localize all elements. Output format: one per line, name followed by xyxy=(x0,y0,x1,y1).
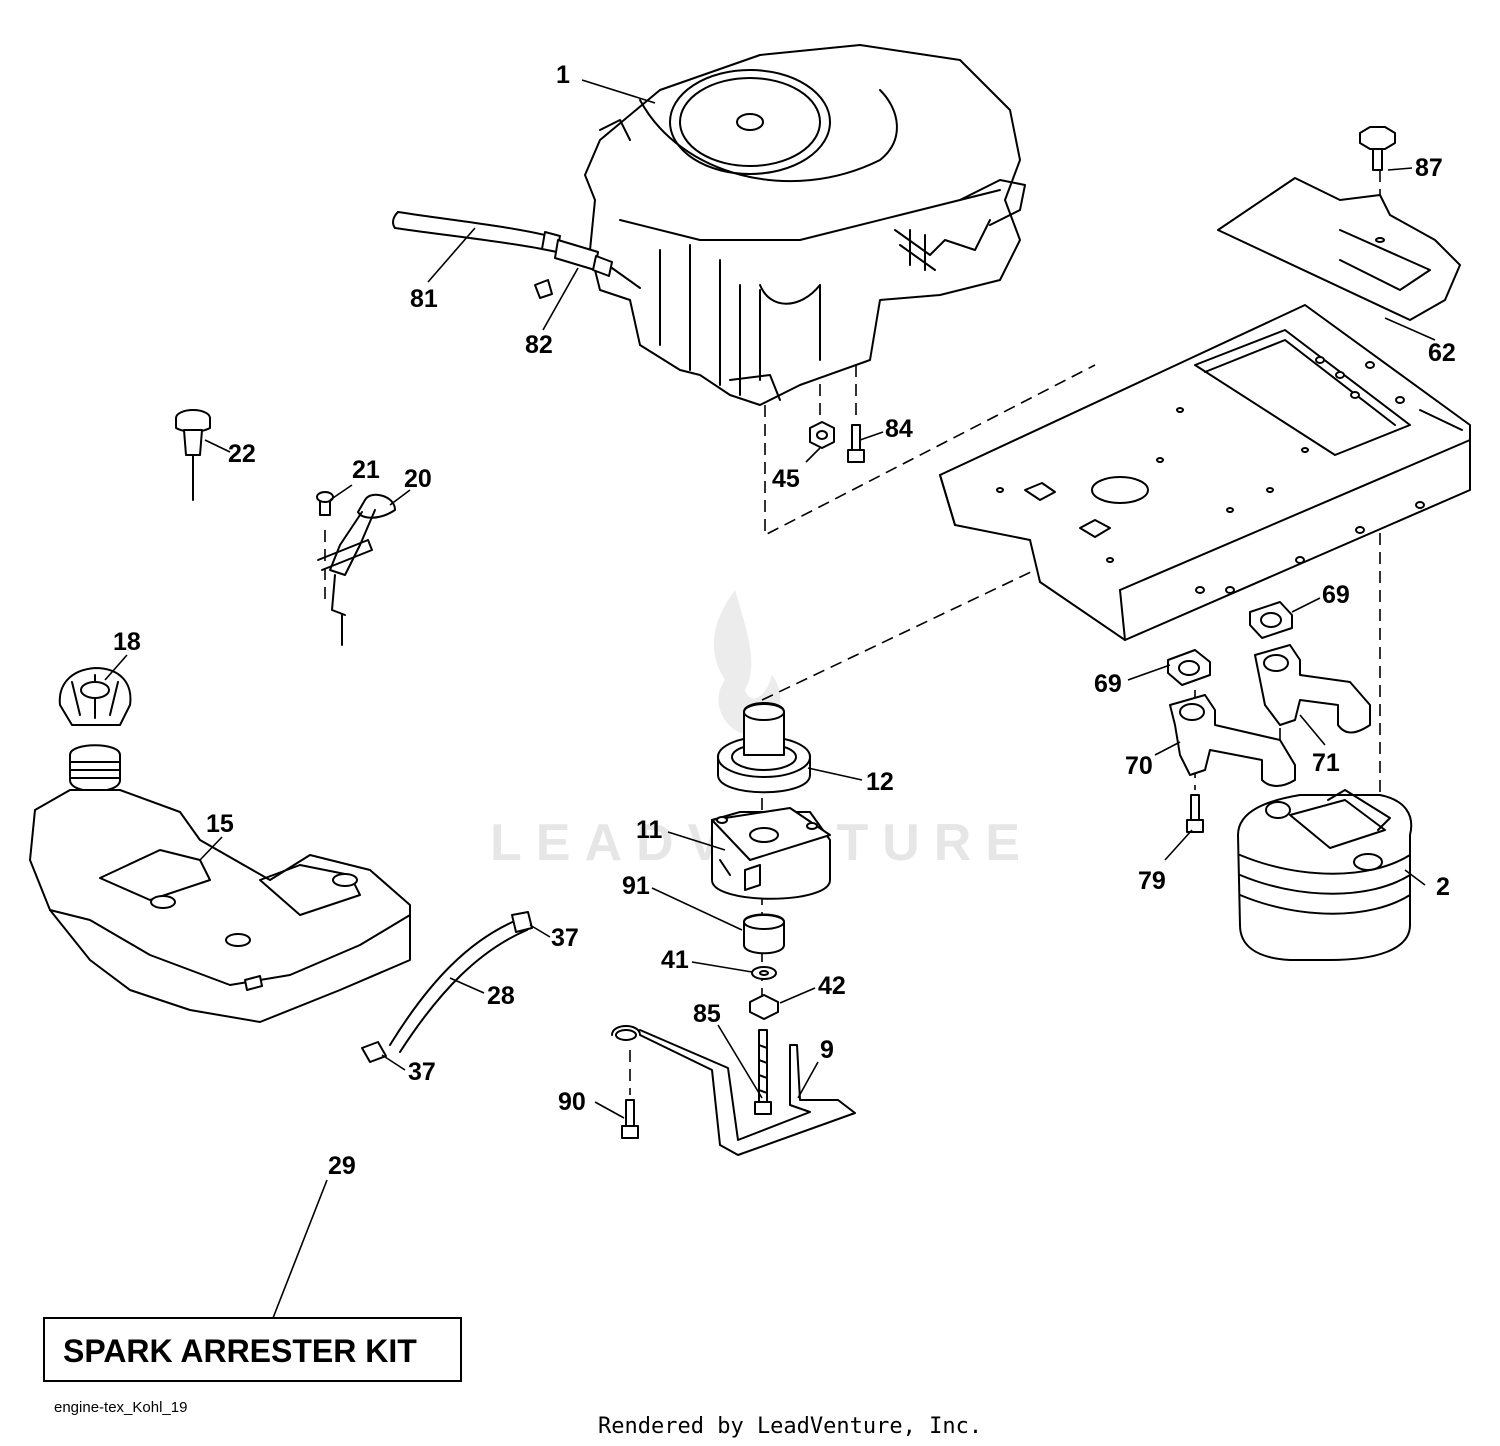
callout-81: 81 xyxy=(410,285,438,313)
fuel-hose xyxy=(361,911,533,1063)
callout-22: 22 xyxy=(228,440,256,468)
gaskets xyxy=(1167,601,1293,686)
fuel-line-and-filter xyxy=(392,211,641,299)
callout-28: 28 xyxy=(487,982,515,1010)
pulley xyxy=(717,702,811,794)
callout-71: 71 xyxy=(1312,749,1340,777)
callout-45: 45 xyxy=(772,465,800,493)
callout-37a: 37 xyxy=(551,924,579,952)
callout-42: 42 xyxy=(818,972,846,1000)
exhaust-pipes xyxy=(1169,644,1371,787)
leader-lines xyxy=(104,79,1436,1319)
callout-69a: 69 xyxy=(1322,581,1350,609)
frame-plate xyxy=(939,304,1471,641)
callout-91: 91 xyxy=(622,872,650,900)
callout-2: 2 xyxy=(1436,873,1450,901)
bracket xyxy=(611,1025,856,1156)
dipstick xyxy=(175,409,211,501)
callout-85: 85 xyxy=(693,1000,721,1028)
callout-41: 41 xyxy=(661,946,689,974)
callout-79: 79 xyxy=(1138,867,1166,895)
heat-shield xyxy=(1217,126,1461,321)
callout-15: 15 xyxy=(206,810,234,838)
clutch-hardware xyxy=(743,913,785,1020)
callout-37b: 37 xyxy=(408,1058,436,1086)
callout-21: 21 xyxy=(352,456,380,484)
fuel-cap xyxy=(58,667,132,726)
throttle-control xyxy=(316,491,396,646)
callout-20: 20 xyxy=(404,465,432,493)
callout-69b: 69 xyxy=(1094,670,1122,698)
hardware-45-84 xyxy=(809,421,865,463)
callouts: 1 81 82 84 45 87 62 22 21 20 18 15 37 28… xyxy=(113,61,1456,1180)
muffler xyxy=(1186,789,1413,961)
callout-90: 90 xyxy=(558,1088,586,1116)
callout-12: 12 xyxy=(866,768,894,796)
engine xyxy=(584,44,1026,406)
callout-11: 11 xyxy=(636,816,663,844)
callout-87: 87 xyxy=(1415,154,1443,182)
fuel-tank xyxy=(29,744,411,1023)
callout-62: 62 xyxy=(1428,339,1456,367)
render-credit: Rendered by LeadVenture, Inc. xyxy=(598,1414,982,1439)
spark-arrester-kit-box: SPARK ARRESTER KIT xyxy=(43,1317,462,1382)
drawing-id: engine-tex_Kohl_19 xyxy=(54,1399,187,1416)
callout-1: 1 xyxy=(556,61,570,89)
callout-70: 70 xyxy=(1125,752,1153,780)
callout-18: 18 xyxy=(113,628,141,656)
spark-arrester-kit-label: SPARK ARRESTER KIT xyxy=(63,1333,417,1369)
callout-29: 29 xyxy=(328,1152,356,1180)
callout-9: 9 xyxy=(820,1036,834,1064)
electric-clutch xyxy=(711,807,831,900)
frame-holes xyxy=(996,356,1425,594)
callout-82: 82 xyxy=(525,331,553,359)
callout-84: 84 xyxy=(885,415,913,443)
